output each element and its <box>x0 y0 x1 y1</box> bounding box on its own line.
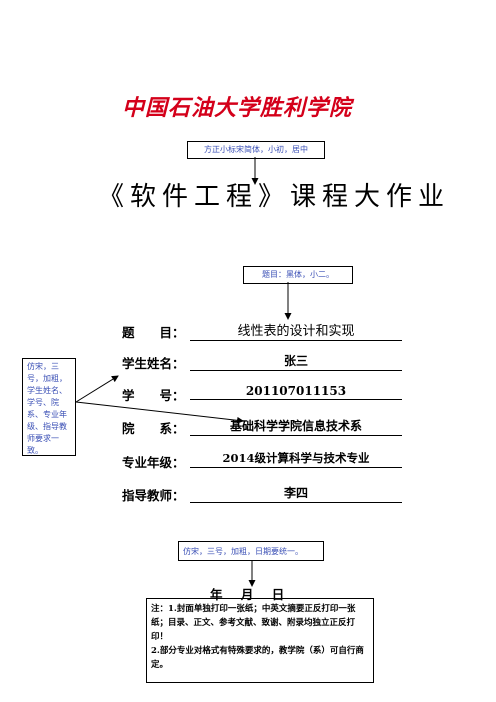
footnote-box: 注：1.封面单独打印一张纸；中英文摘要正反打印一张纸；目录、正文、参考文献、致谢… <box>146 598 374 683</box>
field-value-student-name: 张三 <box>190 352 402 371</box>
field-label-student-name: 学生姓名： <box>122 356 185 371</box>
field-label-department: 院 系： <box>122 421 185 436</box>
callout-topic-font: 题目：黑体，小二。 <box>243 266 353 284</box>
arrow-fields-right <box>75 401 244 424</box>
arrow-fields-up <box>75 375 119 403</box>
footnote-line-1: 注：1.封面单独打印一张纸；中英文摘要正反打印一张纸；目录、正文、参考文献、致谢… <box>151 604 356 642</box>
field-value-department: 基础科学学院信息技术系 <box>190 417 402 436</box>
field-value-student-id: 201107011153 <box>190 384 402 400</box>
field-label-topic: 题 目： <box>122 325 185 340</box>
field-label-student-id: 学 号： <box>122 388 185 403</box>
footnote-line-2: 2.部分专业对格式有特殊要求的，教学院（系）可自行商定。 <box>151 646 364 670</box>
field-value-major-year: 2014级计算科学与技术专业 <box>190 450 402 468</box>
field-label-advisor: 指导教师： <box>122 488 185 503</box>
callout-title-font: 方正小标宋简体，小初，居中 <box>187 141 325 159</box>
field-label-major-year: 专业年级： <box>122 455 185 470</box>
field-value-topic: 线性表的设计和实现 <box>190 320 402 341</box>
callout-fields-font: 仿宋，三号，加粗，学生姓名、学号、院系、专业年级、指导教师要求一致。 <box>22 358 76 456</box>
institution-logo: 中国石油大学胜利学院 <box>122 95 353 121</box>
main-title: 《软件工程》课程大作业 <box>98 182 451 212</box>
field-value-advisor: 李四 <box>190 484 402 503</box>
callout-date-font: 仿宋，三号，加粗，日期要统一。 <box>178 541 324 561</box>
